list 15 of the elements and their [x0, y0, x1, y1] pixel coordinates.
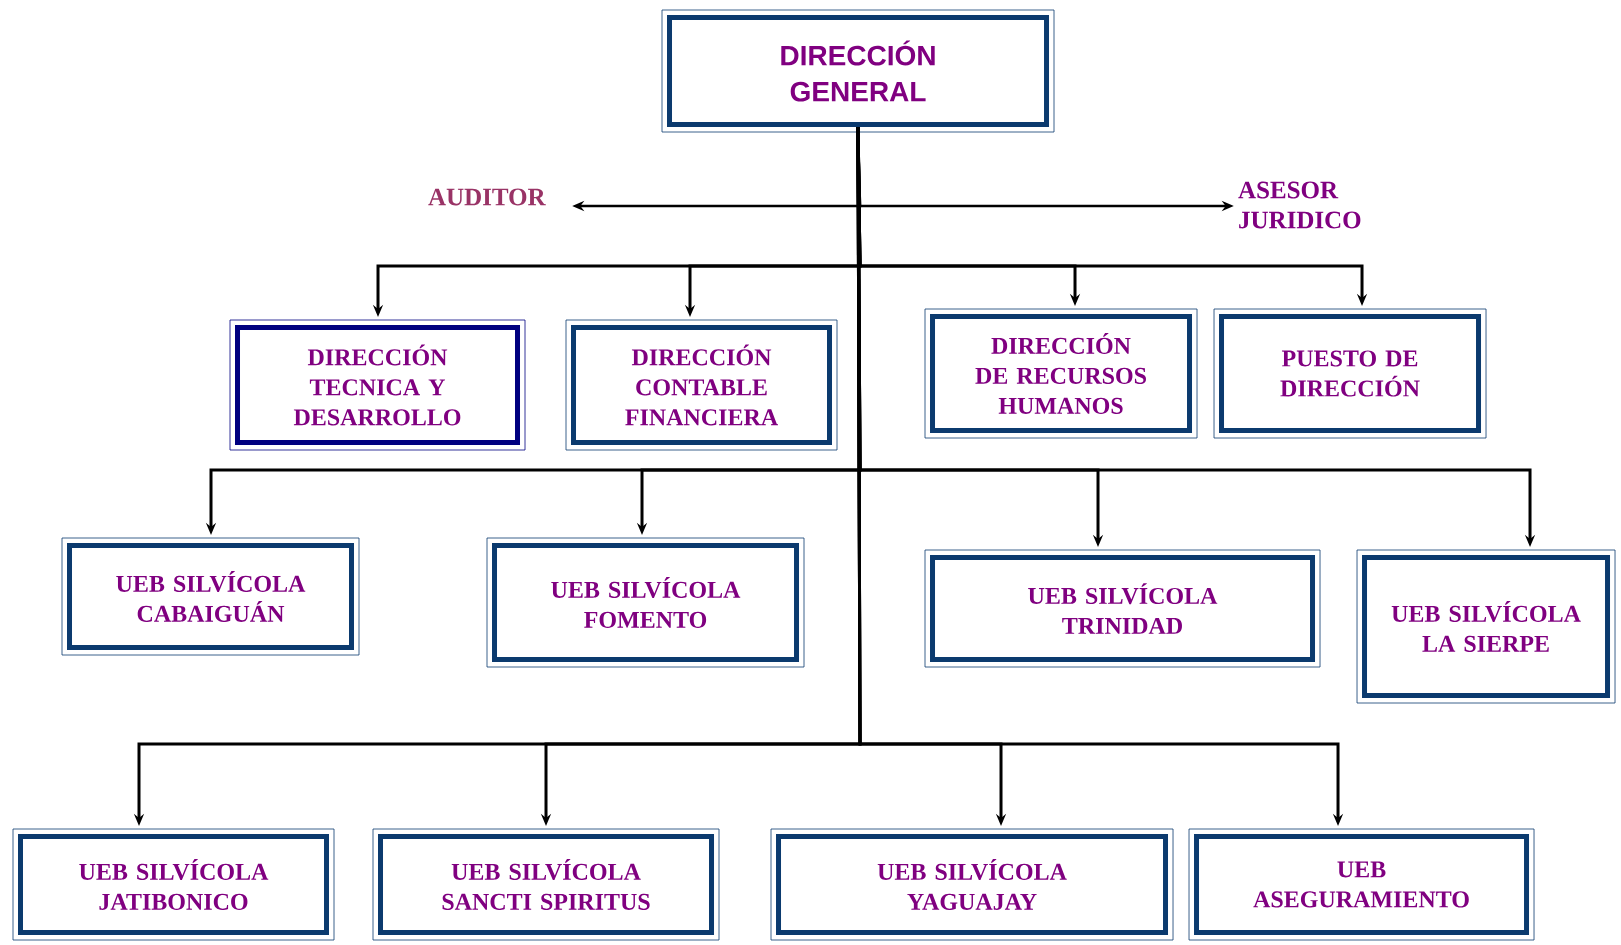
department-box: DIRECCIÓN GENERAL [661, 9, 1055, 133]
department-box: DIRECCIÓN TECNICA Y DESARROLLO [229, 319, 526, 451]
department-box: UEB SILVÍCOLA JATIBONICO [12, 828, 335, 941]
department-box: UEB ASEGURAMIENTO [1188, 828, 1535, 941]
department-box: UEB SILVÍCOLA LA SIERPE [1356, 549, 1616, 704]
department-box: UEB SILVÍCOLA SANCTI SPIRITUS [372, 828, 720, 941]
role-label: ASESOR JURIDICO [1238, 181, 1361, 229]
department-box: UEB SILVÍCOLA CABAIGUÁN [61, 537, 360, 656]
department-box: DIRECCIÓN CONTABLE FINANCIERA [565, 319, 838, 451]
department-box: PUESTO DE DIRECCIÓN [1213, 308, 1487, 439]
department-box: DIRECCIÓN DE RECURSOS HUMANOS [924, 308, 1198, 439]
department-box: UEB SILVÍCOLA TRINIDAD [924, 549, 1321, 668]
department-box: UEB SILVÍCOLA FOMENTO [486, 537, 805, 668]
role-label: AUDITOR [428, 188, 546, 206]
department-box: UEB SILVÍCOLA YAGUAJAY [770, 828, 1174, 941]
